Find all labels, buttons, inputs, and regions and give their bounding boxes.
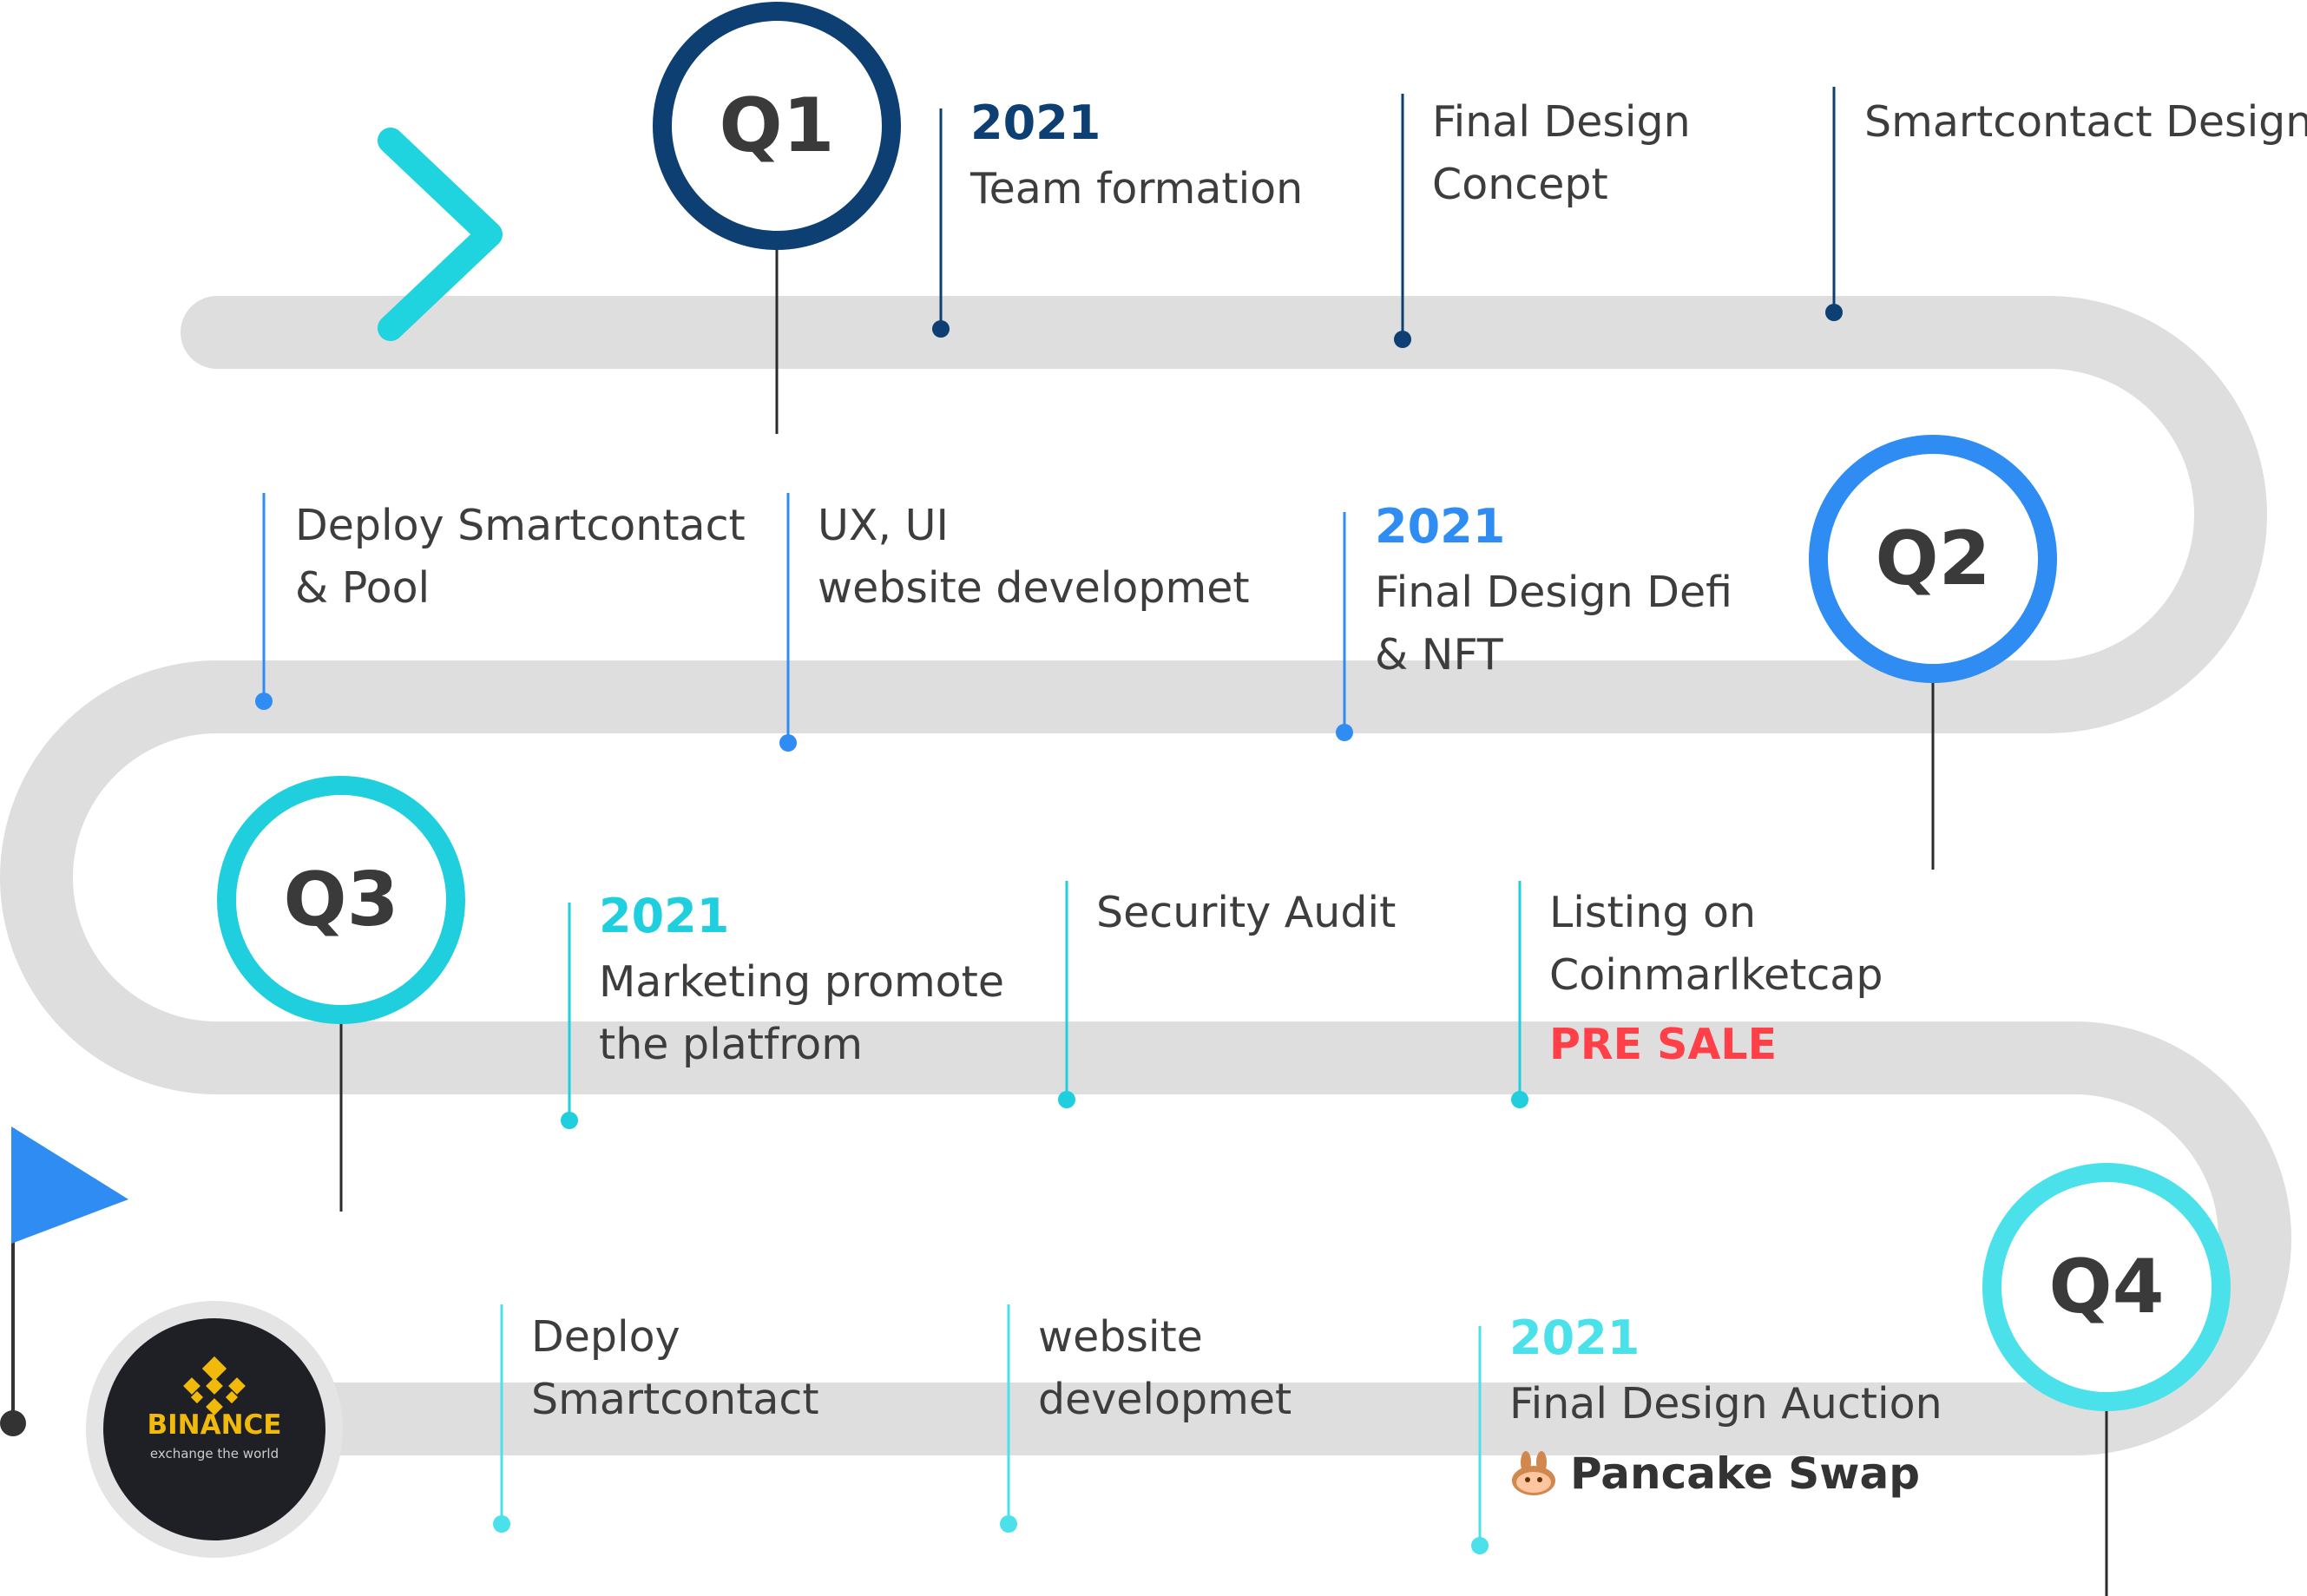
pin-12 (1471, 1326, 1489, 1554)
milestone-text: Deploy (531, 1312, 680, 1362)
milestone-year: 2021 (970, 95, 1101, 150)
milestone-10: Deploy Smartcontact (531, 1306, 819, 1431)
chevron-right-icon (378, 128, 503, 341)
binance-wordmark: BINANCE (148, 1409, 282, 1441)
q2-marker: Q2 (1809, 435, 2057, 683)
pin-6 (1336, 512, 1353, 741)
pin-10 (493, 1304, 510, 1533)
milestone-year: 2021 (599, 889, 730, 943)
pancakeswap-logo: Pancake Swap (1509, 1442, 1942, 1505)
flag-icon (0, 1126, 128, 1436)
milestone-9: Listing on Coinmarlketcap PRE SALE (1549, 882, 1883, 1076)
q4-marker: Q4 (1982, 1163, 2231, 1411)
q3-marker: Q3 (217, 776, 465, 1024)
milestone-text: Smartcontact Design (1864, 97, 2307, 147)
milestone-text: & NFT (1375, 630, 1503, 680)
pin-4 (255, 493, 273, 710)
partner-name: Pancake Swap (1570, 1448, 1920, 1499)
milestone-year: 2021 (1375, 499, 1506, 554)
q4-label: Q4 (2049, 1244, 2165, 1330)
milestone-year: 2021 (1509, 1310, 1640, 1365)
milestone-text: Smartcontact (531, 1375, 819, 1424)
milestone-text: Listing on (1549, 888, 1757, 937)
milestone-text: Final Design (1432, 97, 1691, 147)
milestone-text: Coinmarlketcap (1549, 950, 1883, 1000)
milestone-text: the platfrom (599, 1020, 863, 1069)
binance-tagline: exchange the world (150, 1446, 279, 1461)
milestone-text: Deploy Smartcontact (295, 501, 746, 550)
pin-1 (932, 108, 950, 338)
milestone-pins (255, 87, 1843, 1554)
presale-badge: PRE SALE (1549, 1020, 1778, 1069)
pancake-bunny-icon (1512, 1451, 1555, 1495)
milestone-text: website (1038, 1312, 1203, 1362)
milestone-text: & Pool (295, 563, 431, 613)
milestone-3: Smartcontact Design (1864, 91, 2307, 154)
pin-8 (1058, 881, 1075, 1108)
milestone-7: 2021 Marketing promote the platfrom (599, 882, 1004, 1076)
q3-label: Q3 (284, 857, 399, 943)
milestone-text: UX, UI (818, 501, 949, 550)
milestone-text: Marketing promote (599, 957, 1005, 1007)
road-path (0, 296, 2291, 1455)
milestone-4: Deploy Smartcontact & Pool (295, 495, 746, 620)
q1-label: Q1 (720, 82, 835, 169)
pin-7 (561, 903, 578, 1129)
milestone-text: developmet (1038, 1375, 1292, 1424)
milestone-text: Concept (1432, 160, 1608, 209)
milestone-text: Final Design Auction (1509, 1379, 1942, 1429)
binance-logo: BINANCE exchange the world (86, 1301, 343, 1558)
pin-5 (779, 493, 797, 752)
milestone-12: 2021 Final Design Auction Pancake Swap (1509, 1304, 1942, 1505)
q1-marker: Q1 (653, 2, 901, 250)
milestone-text: website developmet (818, 563, 1250, 613)
milestone-2: Final Design Concept (1432, 91, 1691, 216)
milestone-text: Security Audit (1096, 888, 1397, 937)
milestone-8: Security Audit (1096, 882, 1396, 944)
pin-2 (1394, 94, 1411, 348)
milestone-1: 2021 Team formation (970, 89, 1303, 220)
pin-9 (1511, 881, 1528, 1108)
milestone-6: 2021 Final Design Defi & NFT (1375, 492, 1732, 686)
milestone-11: website developmet (1038, 1306, 1292, 1431)
milestone-text: Final Design Defi (1375, 568, 1733, 617)
binance-diamond-icon (183, 1356, 246, 1415)
milestone-text: Team formation (970, 164, 1304, 213)
pin-3 (1825, 87, 1843, 321)
pin-11 (1000, 1304, 1017, 1533)
milestone-5: UX, UI website developmet (818, 495, 1250, 620)
q2-label: Q2 (1876, 516, 1991, 602)
